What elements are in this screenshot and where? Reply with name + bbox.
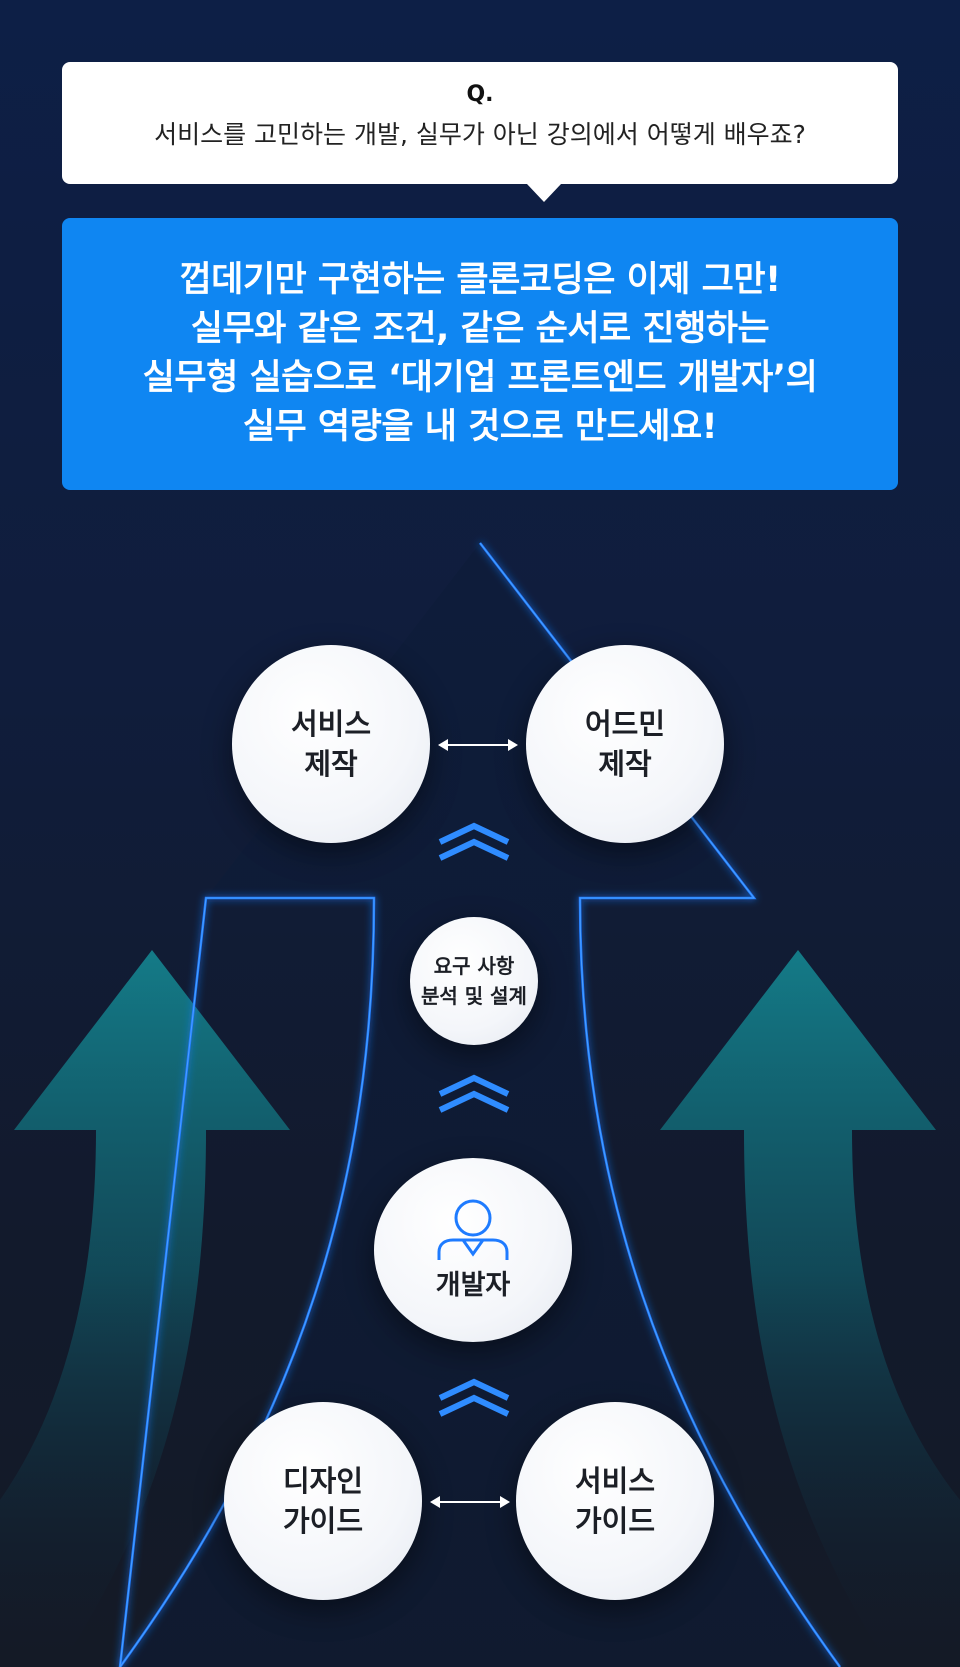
double-arrow-icon [430, 1496, 510, 1508]
right-teal-arrow [660, 950, 960, 1667]
service-guide-line1: 서비스 [574, 1464, 656, 1498]
requirements-circle: 요구 사항 분석 및 설계 [410, 917, 538, 1045]
admin-production-line2: 제작 [598, 747, 652, 781]
double-chevron-up-icon [438, 1378, 510, 1417]
double-chevron-up-icon [438, 822, 510, 861]
design-guide-line1: 디자인 [282, 1464, 364, 1498]
double-arrow-icon [438, 739, 518, 751]
double-chevron-up-icon [438, 1074, 510, 1113]
service-guide-circle: 서비스 가이드 [516, 1402, 714, 1600]
question-box: Q. 서비스를 고민하는 개발, 실무가 아닌 강의에서 어떻게 배우죠? [62, 62, 898, 202]
answer-line-2: 실무와 같은 조건, 같은 순서로 진행하는 [190, 309, 770, 349]
developer-circle: 개발자 [374, 1158, 572, 1342]
requirements-line1: 요구 사항 [433, 954, 515, 978]
answer-line-1: 껍데기만 구현하는 클론코딩은 이제 그만! [179, 260, 781, 300]
left-teal-arrow [0, 950, 290, 1667]
person-icon [437, 1199, 509, 1260]
developer-label: 개발자 [435, 1270, 511, 1301]
answer-line-3: 실무형 실습으로 ‘대기업 프론트엔드 개발자’의 [142, 358, 818, 398]
service-production-line2: 제작 [304, 747, 358, 781]
service-guide-line2: 가이드 [574, 1504, 656, 1538]
requirements-line2: 분석 및 설계 [421, 984, 527, 1008]
admin-production-line1: 어드민 [584, 707, 666, 741]
question-label: Q. [466, 82, 494, 107]
admin-production-circle: 어드민 제작 [526, 645, 724, 843]
question-text: 서비스를 고민하는 개발, 실무가 아닌 강의에서 어떻게 배우죠? [154, 120, 806, 149]
service-production-circle: 서비스 제작 [232, 645, 430, 843]
answer-box: 껍데기만 구현하는 클론코딩은 이제 그만! 실무와 같은 조건, 같은 순서로… [62, 218, 898, 490]
design-guide-line2: 가이드 [282, 1504, 364, 1538]
answer-line-4: 실무 역량을 내 것으로 만드세요! [242, 407, 718, 447]
service-production-line1: 서비스 [290, 707, 372, 741]
design-guide-circle: 디자인 가이드 [224, 1402, 422, 1600]
